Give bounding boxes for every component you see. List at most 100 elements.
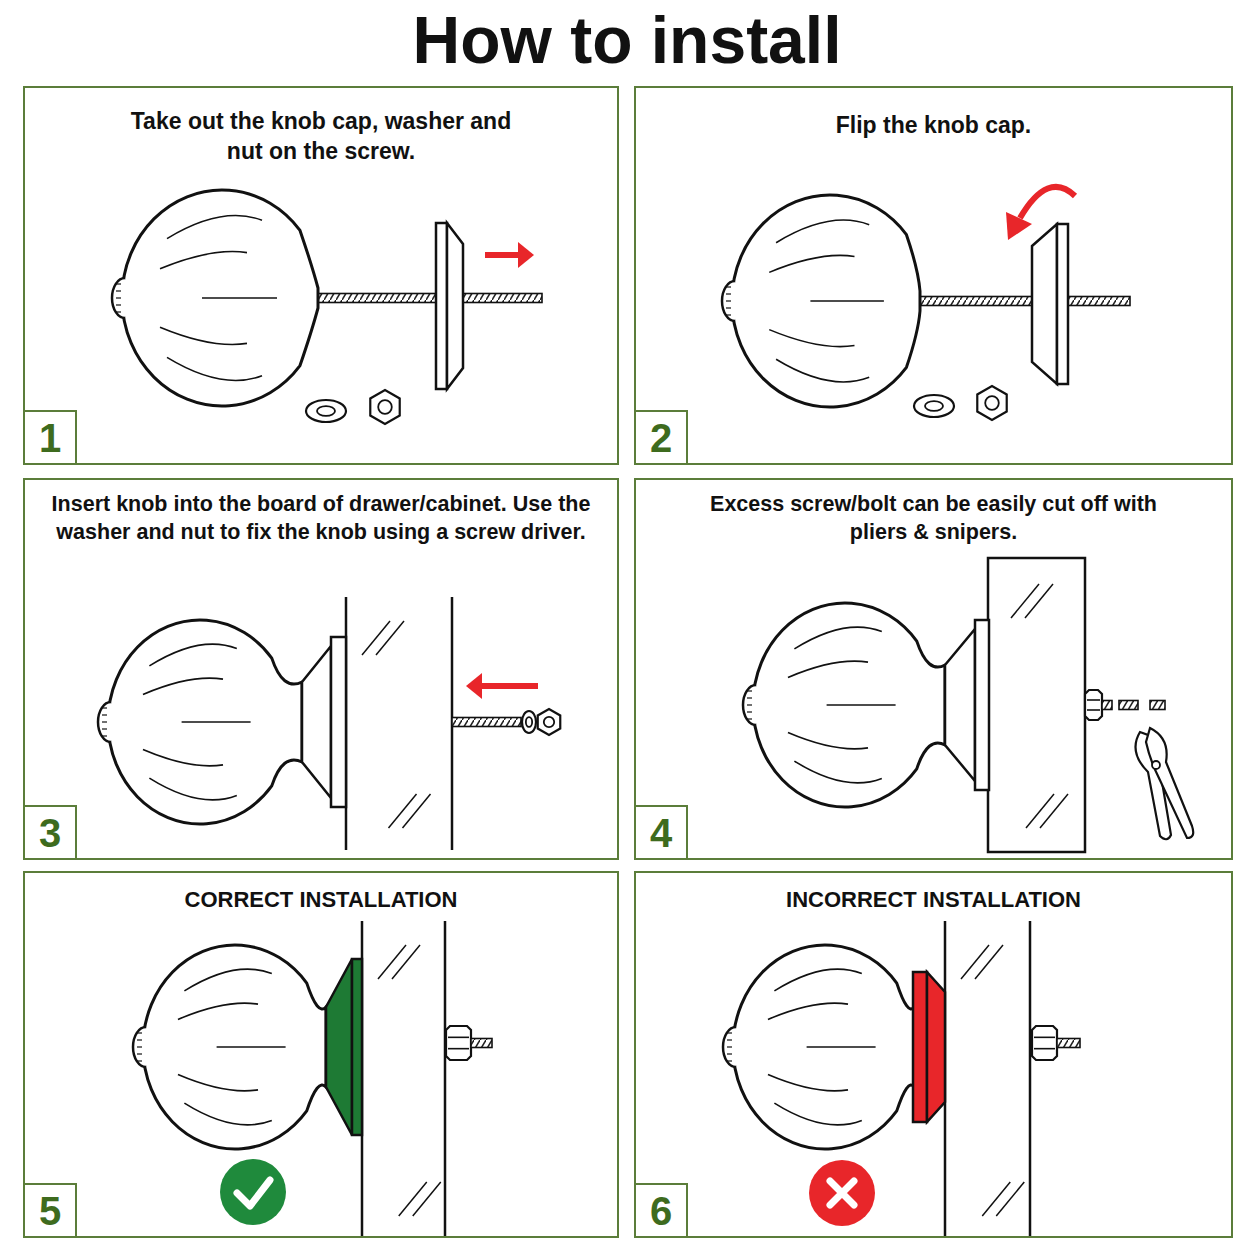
knob-groove [788,733,868,749]
step-number-box: 4 [636,805,688,858]
nub-ridge [116,311,121,312]
board-hatch [392,945,420,979]
washer-hole [526,717,532,727]
screw [1102,701,1112,710]
knob-nub [112,278,125,318]
nut-hole [544,717,554,727]
nub-ridge [116,290,121,291]
board [988,558,1085,852]
nub-ridge [137,1046,142,1047]
nut [370,390,399,424]
direction-arrow [485,252,522,258]
knob-groove [769,330,854,347]
nub-ridge [747,711,752,712]
step-number: 2 [650,418,672,458]
nut [538,709,561,735]
nut-edge [1087,709,1100,711]
nub-ridge [116,283,121,284]
step-number: 5 [39,1191,61,1231]
nub-ridge [747,690,752,691]
cap-cone [326,959,352,1135]
knob-groove [768,1003,848,1019]
step-number: 3 [39,813,61,853]
arrow-head [518,242,534,268]
knob-groove [143,678,223,694]
knob-groove [810,300,884,302]
nub-ridge [726,293,731,294]
nub-ridge [102,707,107,708]
nub-ridge [727,1053,732,1054]
step-heading: CORRECT INSTALLATION [41,885,601,914]
cap-cone [1032,224,1057,384]
correct-mark [220,1159,286,1225]
pliers-pivot [1152,761,1160,769]
nub-ridge [137,1053,142,1054]
step-panel: 3Insert knob into the board of drawer/ca… [23,478,619,860]
nut-edge [1034,1037,1055,1039]
step-number-box: 5 [25,1183,77,1236]
step-number: 1 [39,418,61,458]
cap-plate [975,620,989,790]
board-edge [1029,921,1032,1238]
nub-ridge [137,1039,142,1040]
knob-groove [807,1046,876,1048]
step-heading: Excess screw/bolt can be easily cut off … [709,490,1159,547]
board-edge [444,921,447,1238]
knob-groove [774,969,861,991]
step-number-box: 1 [25,410,77,463]
knob-groove [776,220,869,243]
board-hatch [376,621,404,655]
screw [1119,701,1138,710]
step-number-box: 3 [25,805,77,858]
cap-cone [447,223,463,389]
step-number: 6 [650,1191,672,1231]
cross-symbol [830,1181,854,1205]
knob-groove [160,252,247,269]
washer-hole [925,401,943,411]
step-panel: 5 CORRECT INSTALLATION [23,871,619,1238]
drawing [98,187,1193,1238]
board-hatch [996,1182,1024,1216]
screw [1057,1039,1080,1048]
knob-groove [827,704,896,706]
knob-nub [722,281,735,321]
cap-cone [945,629,975,781]
knob-groove [217,1046,286,1048]
nub-ridge [727,1046,732,1047]
cap-plate [913,972,927,1122]
knob-groove [184,969,271,991]
board-hatch [1040,794,1068,828]
knob-groove [167,357,262,380]
nut-edge [1087,699,1100,701]
knob-body [143,945,326,1149]
nut [446,1026,471,1060]
board-hatch [403,794,431,828]
knob-body [732,195,920,407]
knob-groove [167,216,262,239]
screw [471,1039,492,1048]
nub-ridge [726,307,731,308]
nub-ridge [726,314,731,315]
knob-nub [743,685,756,725]
knob-groove [178,1075,258,1091]
nut [977,386,1006,420]
screw [1150,701,1165,710]
screw [318,294,542,303]
washer [914,395,954,417]
arrow-head [466,673,482,699]
knob-groove [149,644,236,666]
knob-nub [723,1027,736,1067]
board-hatch [413,1182,441,1216]
cap-cone [927,972,945,1122]
knob-groove [768,1075,848,1091]
board-hatch [975,945,1003,979]
step-heading: Flip the knob cap. [654,110,1214,140]
washer-hole [317,406,335,416]
nub-ridge [727,1060,732,1061]
board-hatch [362,621,390,655]
arrow-head [1006,212,1032,240]
screw [452,718,521,727]
nut [1085,690,1102,720]
knob-groove [794,627,881,649]
